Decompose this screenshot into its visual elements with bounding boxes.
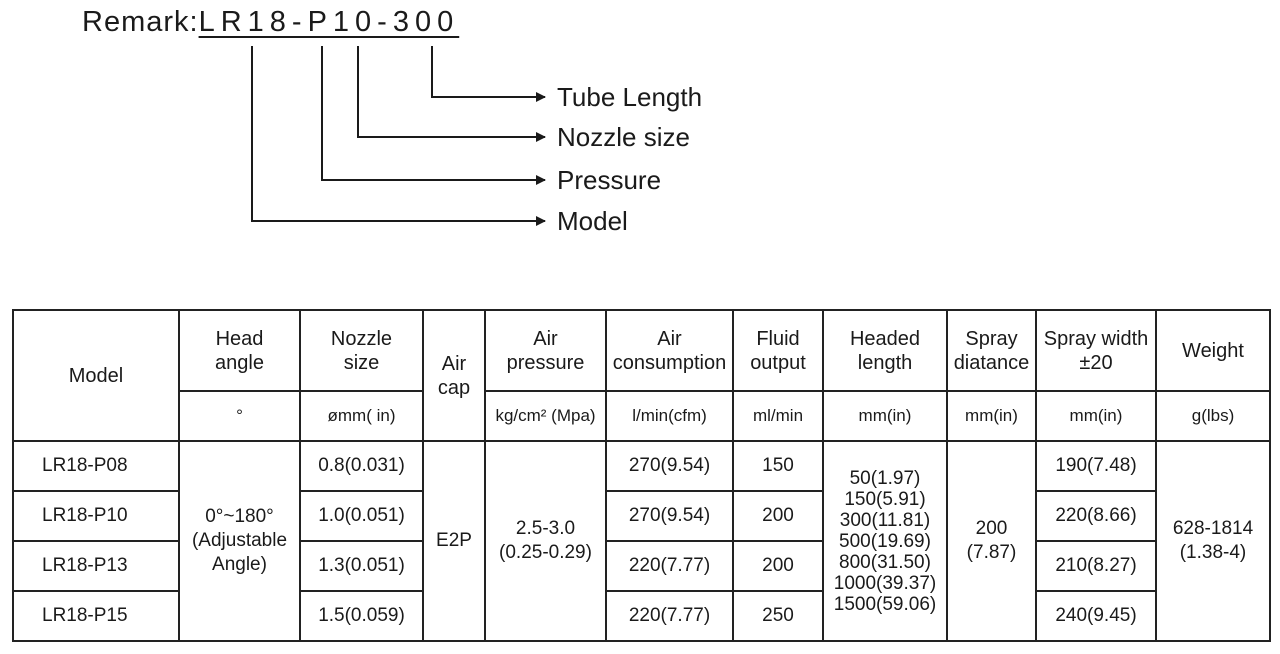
connector-pressure [321, 46, 546, 185]
cell-consumption: 270(9.54) [605, 440, 734, 492]
callout-model: Model [557, 206, 628, 236]
cell-weight: 628-1814 (1.38-4) [1155, 440, 1271, 642]
cell-fluid: 200 [732, 540, 824, 592]
header-row: Model Head angle Nozzle size Air cap Air… [12, 309, 1271, 442]
unit-nozzle-size: ømm( in) [299, 390, 424, 442]
callout-diagram [251, 46, 546, 226]
cell-spray-width: 190(7.48) [1035, 440, 1157, 492]
cell-spray-width: 220(8.66) [1035, 490, 1157, 542]
unit-headed-length: mm(in) [822, 390, 948, 442]
cell-consumption: 220(7.77) [605, 590, 734, 642]
connector-model [251, 46, 546, 226]
unit-spray-width: mm(in) [1035, 390, 1157, 442]
cell-spray-width: 240(9.45) [1035, 590, 1157, 642]
spec-table: Model Head angle Nozzle size Air cap Air… [12, 309, 1271, 642]
header-air-pressure: Air pressure [484, 309, 607, 392]
cell-model: LR18-P13 [12, 540, 180, 592]
header-nozzle-size: Nozzle size [299, 309, 424, 392]
unit-fluid-output: ml/min [732, 390, 824, 442]
cell-nozzle: 0.8(0.031) [299, 440, 424, 492]
header-head-angle: Head angle [178, 309, 301, 392]
cell-head-angle: 0°~180° (Adjustable Angle) [178, 440, 301, 642]
header-model: Model [12, 309, 180, 442]
cell-nozzle: 1.3(0.051) [299, 540, 424, 592]
cell-consumption: 220(7.77) [605, 540, 734, 592]
header-headed-length: Headed length [822, 309, 948, 392]
remark-code: LR18-P10-300 [198, 6, 460, 38]
header-weight: Weight [1155, 309, 1271, 392]
unit-row: ° ømm( in) kg/cm² (Mpa) l/min(cfm) ml/mi… [13, 390, 1271, 442]
cell-consumption: 270(9.54) [605, 490, 734, 542]
unit-air-consumption: l/min(cfm) [605, 390, 734, 442]
cell-headed-length: 50(1.97) 150(5.91) 300(11.81) 500(19.69)… [822, 440, 948, 642]
cell-fluid: 200 [732, 490, 824, 542]
unit-head-angle: ° [178, 390, 301, 442]
table-row: LR18-P15 1.5(0.059) 220(7.77) 250 240(9.… [12, 590, 1270, 642]
cell-air-cap: E2P [422, 440, 486, 642]
connector-tube-length [431, 46, 546, 102]
cell-spray-width: 210(8.27) [1035, 540, 1157, 592]
connector-nozzle-size [357, 46, 546, 142]
cell-nozzle: 1.0(0.051) [299, 490, 424, 542]
remark-label: Remark: [82, 6, 199, 38]
cell-model: LR18-P15 [12, 590, 180, 642]
table-row: LR18-P13 1.3(0.051) 220(7.77) 200 210(8.… [12, 540, 1270, 592]
cell-fluid: 250 [732, 590, 824, 642]
table-row: LR18-P08 0°~180° (Adjustable Angle) 0.8(… [12, 440, 1271, 642]
cell-spray-distance: 200 (7.87) [946, 440, 1037, 642]
unit-spray-distance: mm(in) [946, 390, 1037, 442]
header-spray-width: Spray width ±20 [1035, 309, 1157, 392]
header-fluid-output: Fluid output [732, 309, 824, 392]
cell-fluid: 150 [732, 440, 824, 492]
cell-nozzle: 1.5(0.059) [299, 590, 424, 642]
callout-pressure: Pressure [557, 165, 662, 195]
cell-model: LR18-P08 [12, 440, 180, 492]
unit-weight: g(lbs) [1155, 390, 1271, 442]
header-spray-distance: Spray diatance [946, 309, 1037, 392]
callout-nozzle-size: Nozzle size [557, 122, 690, 152]
header-air-cap: Air cap [422, 309, 486, 442]
table-row: LR18-P10 1.0(0.051) 270(9.54) 200 220(8.… [12, 490, 1270, 542]
cell-model: LR18-P10 [12, 490, 180, 542]
callout-tube-length: Tube Length [557, 82, 703, 112]
unit-air-pressure: kg/cm² (Mpa) [484, 390, 607, 442]
remark-line: Remark:LR18-P10-300 [82, 6, 459, 39]
cell-air-pressure: 2.5-3.0 (0.25-0.29) [484, 440, 607, 642]
header-air-consumption: Air consumption [605, 309, 734, 392]
